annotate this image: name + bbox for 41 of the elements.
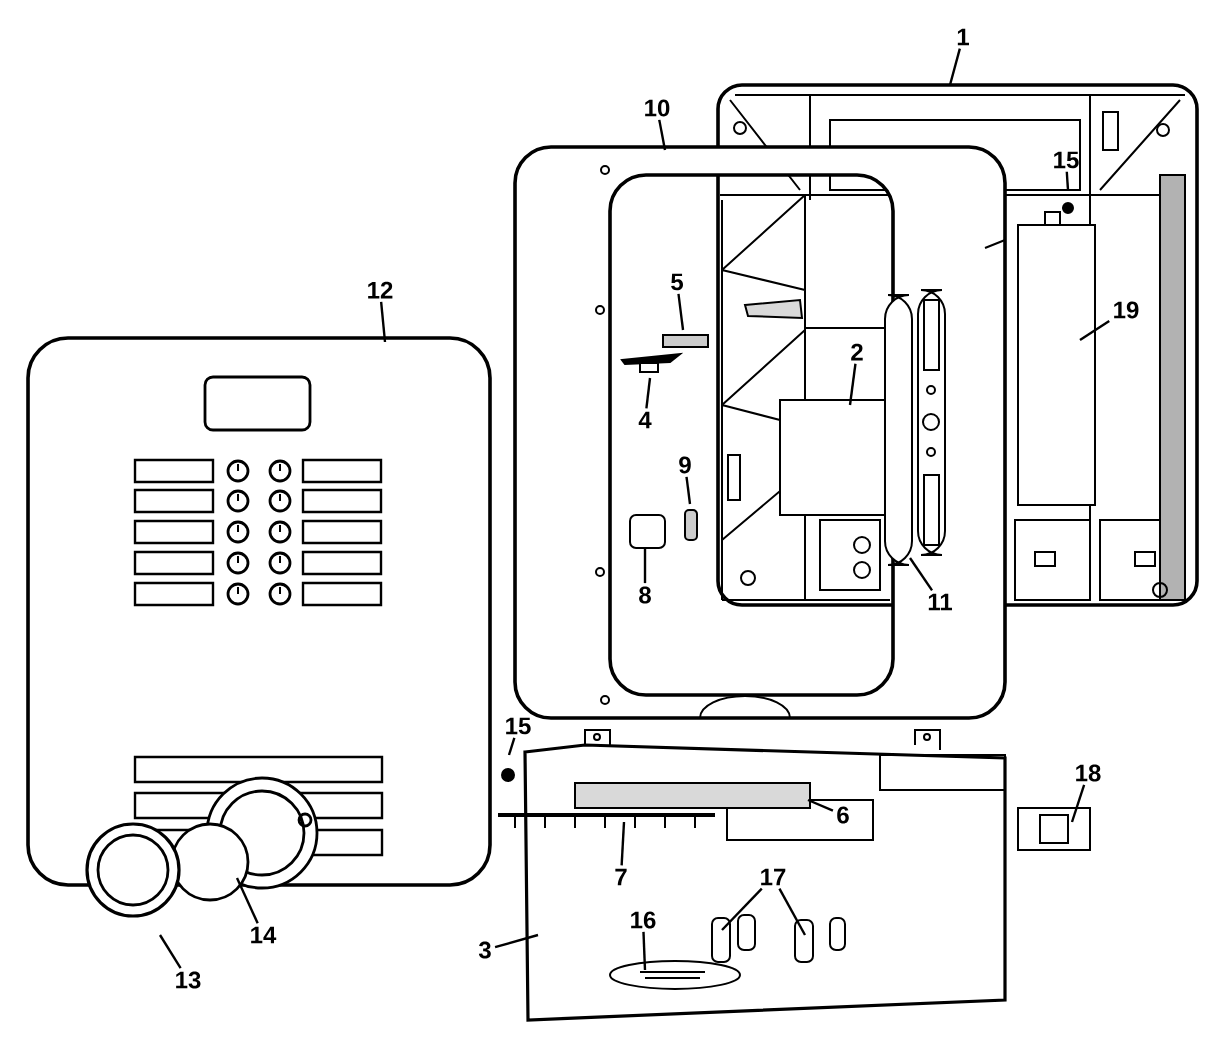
callout-number: 4 <box>638 411 652 429</box>
callout-number: 10 <box>645 99 670 117</box>
callout-number: 18 <box>1076 764 1101 782</box>
callout-number: 5 <box>671 273 683 291</box>
leader-line <box>909 557 934 591</box>
callout-number: 6 <box>837 806 849 824</box>
leader-line <box>379 301 387 343</box>
callout-number: 19 <box>1114 301 1139 319</box>
leader-line <box>1079 319 1110 341</box>
leader-line <box>645 377 652 409</box>
callout-number: 17 <box>761 868 786 886</box>
leader-line <box>807 798 834 812</box>
leader-line <box>658 119 667 151</box>
callout-number: 15 <box>506 717 531 735</box>
callout-number: 16 <box>631 911 656 929</box>
leader-line <box>778 888 807 936</box>
leader-line <box>159 934 182 969</box>
leader-line <box>507 737 516 756</box>
callout-number: 14 <box>251 926 277 944</box>
leader-line <box>721 887 763 931</box>
leader-line <box>643 548 647 584</box>
callout-number: 11 <box>928 593 952 611</box>
callout-number: 9 <box>679 456 691 474</box>
leader-line <box>1065 171 1070 191</box>
leader-line <box>620 821 626 866</box>
callout-number: 3 <box>478 941 491 959</box>
callout-number: 12 <box>368 281 393 299</box>
leader-line <box>848 363 857 406</box>
callout-number: 13 <box>176 971 201 989</box>
leader-line <box>1070 784 1086 823</box>
callout-number: 1 <box>957 28 969 46</box>
leader-line <box>685 476 692 505</box>
leader-line <box>494 933 539 949</box>
leader-line <box>677 293 685 331</box>
leader-line <box>642 931 647 971</box>
callout-number: 7 <box>615 868 627 886</box>
callout-number: 2 <box>851 343 863 361</box>
callout-number: 15 <box>1054 151 1079 169</box>
leader-line <box>235 877 259 924</box>
leader-line <box>948 48 961 86</box>
callout-number: 8 <box>639 586 651 604</box>
